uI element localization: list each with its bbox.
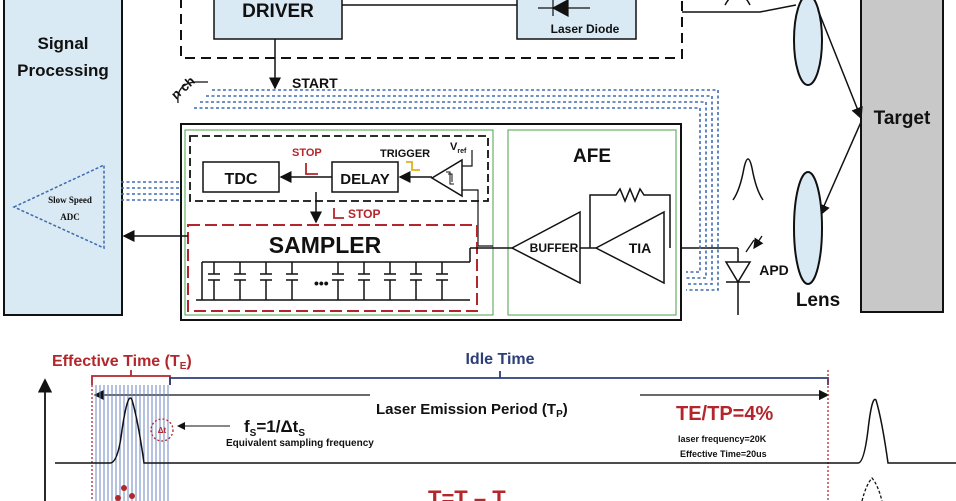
lens-bottom <box>793 171 823 285</box>
vref-label: Vref <box>450 141 467 155</box>
next-pulse-dashed <box>861 477 883 501</box>
slow-speed-adc <box>12 163 105 250</box>
delta-ts-circle <box>150 418 174 442</box>
trigger-pulse <box>406 161 420 171</box>
capacitor-array <box>196 247 493 301</box>
tia-amplifier <box>594 210 665 285</box>
channel-stack-lines <box>121 89 719 291</box>
signal-processing-label-2: Processing <box>17 61 109 80</box>
stop-pulse-mid <box>333 208 344 219</box>
lens-top <box>793 0 823 86</box>
idle-time-label: Idle Time <box>465 351 534 368</box>
adc-label-2: ADC <box>60 212 80 222</box>
beam-to-target <box>817 9 863 120</box>
receiver-channel-box <box>180 123 682 321</box>
laser-diode-label: Laser Diode <box>551 22 620 36</box>
adc-label-1: Slow Speed <box>48 195 92 205</box>
beam-from-target <box>818 121 862 217</box>
effective-time-bracket <box>91 370 171 385</box>
tia-feedback-resistor <box>589 187 671 248</box>
tia-label: TIA <box>629 240 652 256</box>
laser-frequency-label: laser frequency=20K <box>678 434 767 444</box>
afe-label: AFE <box>573 146 611 167</box>
lens-label: Lens <box>796 290 840 311</box>
stop-label-mid: STOP <box>348 207 380 221</box>
tdc-block <box>202 161 280 193</box>
sampler-dashed-box <box>187 224 478 312</box>
emitted-pulse-top <box>724 0 751 6</box>
buffer-label: BUFFER <box>530 241 579 255</box>
laser-driver-dashed-box <box>180 0 683 59</box>
lens-top-arrow <box>682 4 797 13</box>
vref-line <box>462 150 473 167</box>
trigger-label: TRIGGER <box>380 148 430 160</box>
equiv-freq-label: Equivalent sampling frequency <box>226 438 374 449</box>
comparator-input-line <box>462 189 493 247</box>
sampling-lines <box>95 385 169 501</box>
apd-light-arrows <box>746 235 762 252</box>
te-tp-label: TE/TP=4% <box>676 403 773 425</box>
n-ch-label: n ch <box>168 73 198 102</box>
target-block <box>860 0 944 313</box>
start-label: START <box>292 75 338 91</box>
signal-processing-label-1: Signal <box>37 34 88 53</box>
laser-period-label: Laser Emission Period (TP) <box>376 401 568 420</box>
laser-diode-block <box>516 0 637 40</box>
apd-symbol <box>724 248 752 315</box>
tdc-sampler-green-box <box>184 129 494 316</box>
received-pulse <box>732 158 764 201</box>
n-ch-bracket <box>177 81 208 104</box>
comparator-hysteresis-icon <box>446 171 454 185</box>
target-label: Target <box>874 108 931 129</box>
idle-time-bracket <box>169 371 829 385</box>
sampler-label: SAMPLER <box>269 232 382 258</box>
delay-block <box>331 161 399 193</box>
effective-time-label: Effective Time (TE) <box>52 353 192 372</box>
laser-diode-symbol <box>538 0 590 17</box>
afe-green-box <box>507 129 677 316</box>
apd-label: APD <box>759 262 789 278</box>
delta-ts-label: Δt <box>158 426 167 435</box>
delay-label: DELAY <box>340 171 389 188</box>
effective-time-value: Effective Time=20us <box>680 449 767 459</box>
fs-formula: fS=1/ΔtS <box>244 417 305 439</box>
comparator <box>430 158 463 198</box>
tdc-dashed-box <box>189 135 489 202</box>
bottom-formula: T=T – T <box>428 486 506 501</box>
timing-waveform <box>55 397 956 464</box>
driver-label: DRIVER <box>242 1 314 22</box>
tdc-label: TDC <box>225 171 258 188</box>
stop-label-top: STOP <box>292 147 322 159</box>
bottom-red-dots <box>115 485 135 501</box>
signal-processing-block <box>3 0 123 316</box>
driver-block <box>213 0 343 40</box>
capacitor-cells <box>208 262 448 300</box>
capacitor-ellipsis: ••• <box>314 275 329 291</box>
stop-pulse-top <box>305 163 318 175</box>
